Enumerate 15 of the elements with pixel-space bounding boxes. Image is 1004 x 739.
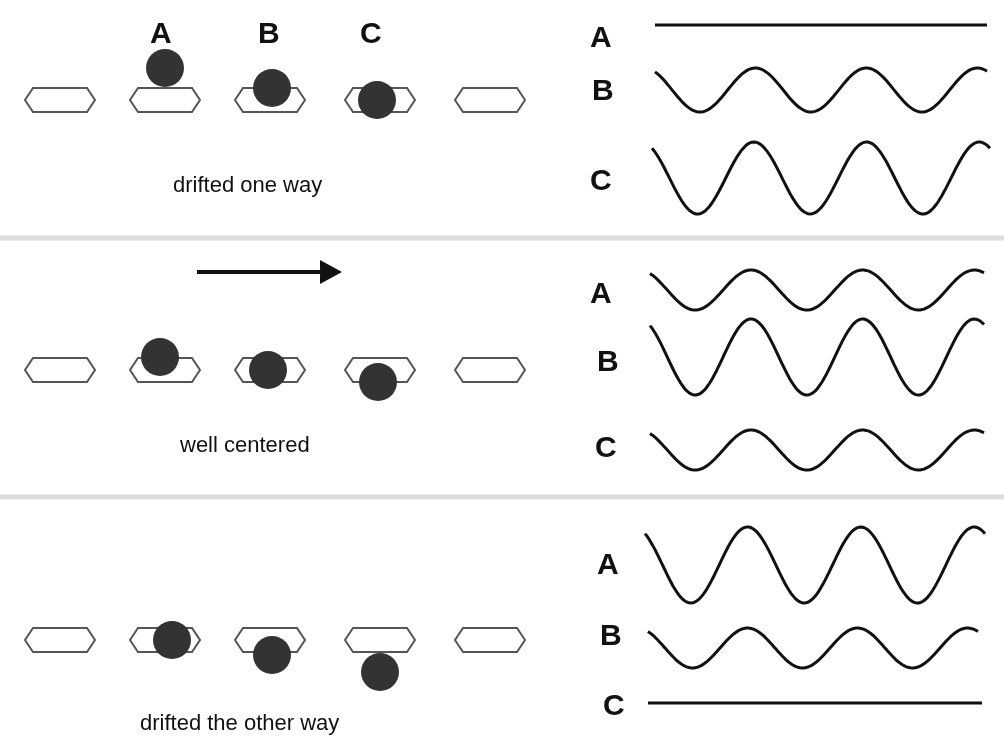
pickup-letter: C: [595, 432, 617, 462]
pickup-letter: A: [590, 278, 612, 308]
pickup-letter: B: [600, 620, 622, 650]
pickup-letter: A: [590, 22, 612, 52]
pickup-letter: C: [590, 165, 612, 195]
pickup-letter: B: [597, 346, 619, 376]
pickup-letter: A: [150, 18, 172, 48]
pickup-letter: B: [592, 75, 614, 105]
panel-caption: drifted one way: [173, 174, 323, 196]
panel-caption: drifted the other way: [140, 712, 340, 734]
pickup-letter: A: [597, 549, 619, 579]
pickup-letter: C: [603, 690, 625, 720]
pickup-letter: C: [360, 18, 382, 48]
pickup-letter: B: [258, 18, 280, 48]
panel-caption: well centered: [180, 434, 310, 456]
